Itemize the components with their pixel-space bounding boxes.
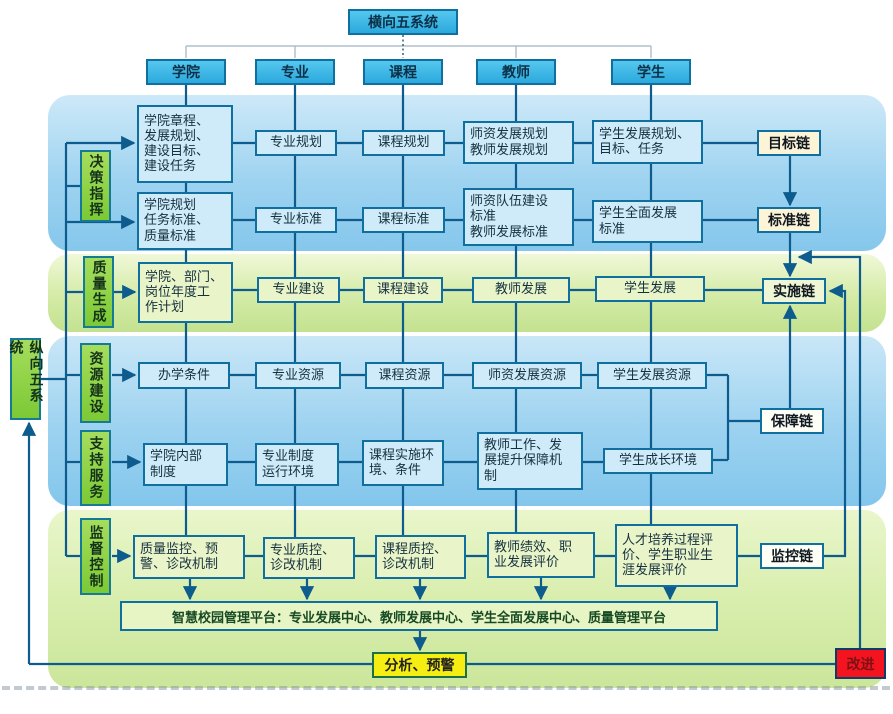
node-teacher-evaluation: 教师绩效、职 业发展评价 (487, 532, 595, 578)
node-student-dev-resources: 学生发展资源 (597, 362, 707, 389)
node-major-resources: 专业资源 (255, 362, 341, 389)
node-course-qc: 课程质控、 诊改机制 (375, 535, 466, 579)
node-course-plan: 课程规划 (362, 130, 445, 156)
title-horizontal-five-systems: 横向五系统 (348, 9, 458, 35)
node-course-implementation-env: 课程实施环 境、条件 (362, 440, 444, 486)
analysis-warning-box: 分析、预警 (372, 652, 467, 678)
node-school-conditions: 办学条件 (138, 362, 230, 389)
node-college-standards: 学院规划 任务标准、 质量标准 (137, 192, 233, 250)
chain-monitoring: 监控链 (760, 543, 824, 569)
column-header-major: 专业 (255, 59, 335, 85)
node-college-charter-goals: 学院章程、 发展规划、 建设目标、 建设任务 (137, 105, 233, 183)
column-header-student: 学生 (611, 59, 691, 85)
chain-guarantee: 保障链 (760, 408, 824, 434)
node-major-construction: 专业建设 (257, 277, 340, 303)
improve-box: 改进 (835, 648, 886, 679)
column-header-teacher: 教师 (476, 59, 556, 85)
node-major-system-environment: 专业制度 运行环境 (255, 443, 339, 486)
label-supervision-control: 监督控制 (80, 518, 111, 595)
chain-implementation: 实施链 (762, 278, 826, 304)
node-teacher-support-mechanism: 教师工作、发 展提升保障机 制 (477, 432, 583, 490)
band-torn-edge (2, 686, 890, 690)
node-course-construction: 课程建设 (363, 277, 443, 303)
chain-goal: 目标链 (757, 130, 821, 156)
node-annual-work-plan: 学院、部门、 岗位年度工 作计划 (138, 262, 233, 323)
column-header-college: 学院 (146, 59, 226, 85)
node-teacher-development: 教师发展 (472, 277, 570, 303)
label-quality-generation: 质量生成 (83, 256, 114, 328)
node-quality-monitoring: 质量监控、预 警、诊改机制 (133, 535, 245, 579)
smart-campus-platform-bar: 智慧校园管理平台：专业发展中心、教师发展中心、学生全面发展中心、质量管理平台 (120, 601, 718, 631)
node-major-qc: 专业质控、 诊改机制 (263, 537, 355, 579)
node-student-growth-env: 学生成长环境 (603, 448, 713, 474)
node-major-standard: 专业标准 (255, 207, 337, 233)
node-faculty-dev-plan: 师资发展规划 教师发展规划 (463, 121, 574, 164)
node-course-standard: 课程标准 (362, 207, 445, 233)
label-support-service: 支持服务 (80, 430, 111, 506)
node-student-development: 学生发展 (595, 276, 705, 302)
label-decision-command: 决策指挥 (80, 150, 111, 222)
label-resource-construction: 资源建设 (80, 343, 111, 423)
column-header-course: 课程 (363, 59, 443, 85)
node-faculty-dev-resources: 师资发展资源 (472, 362, 582, 389)
node-student-dev-standard: 学生全面发展 标准 (592, 200, 703, 243)
node-faculty-standards: 师资队伍建设 标准 教师发展标准 (463, 188, 574, 246)
node-student-dev-plan: 学生发展规划、 目标、任务 (592, 120, 703, 164)
node-college-internal-rules: 学院内部 制度 (143, 443, 228, 486)
title-vertical-five-systems: 纵向五系统 (8, 338, 44, 420)
node-course-resources: 课程资源 (365, 362, 444, 389)
chain-standard: 标准链 (757, 207, 821, 233)
node-major-plan: 专业规划 (255, 130, 337, 156)
node-talent-evaluation: 人才培养过程评 价、学生职业生 涯发展评价 (615, 524, 738, 587)
